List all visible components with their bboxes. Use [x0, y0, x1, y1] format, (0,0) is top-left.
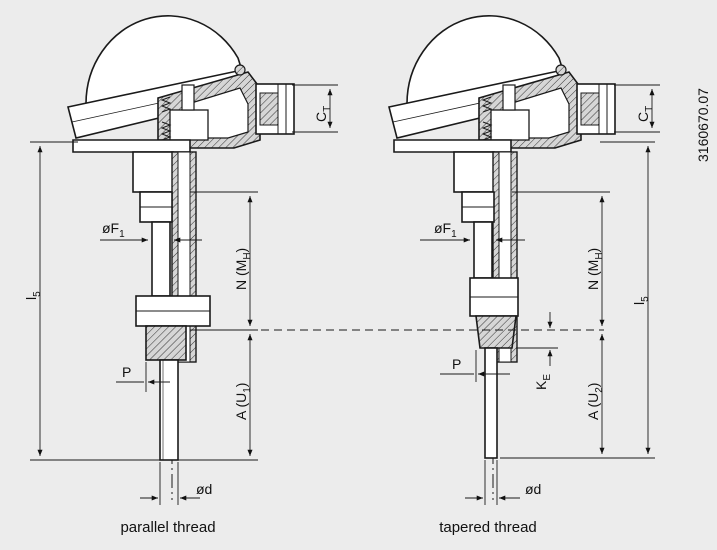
label-ct: CT	[635, 106, 655, 122]
dimensions-right	[420, 84, 660, 505]
label-l5: l5	[631, 296, 651, 305]
label-l5: l5	[23, 291, 43, 300]
tapered-thread	[475, 315, 517, 349]
label-p: P	[452, 356, 461, 372]
label-diameter-d: ød	[196, 481, 212, 497]
label-n-mh: N (MH)	[585, 248, 605, 290]
dimensions-left	[30, 84, 338, 505]
sheath	[159, 359, 179, 461]
label-diameter-f1: øF1	[102, 220, 125, 240]
label-p: P	[122, 364, 131, 380]
extension-tube	[473, 221, 493, 279]
view-parallel-thread	[67, 15, 295, 500]
extension-tube	[151, 221, 171, 297]
label-n-mh: N (MH)	[233, 248, 253, 290]
drawing-id: 3160670.07	[695, 88, 711, 162]
label-ke: KE	[533, 374, 553, 390]
label-ct: CT	[313, 106, 333, 122]
label-diameter-f1: øF1	[434, 220, 457, 240]
label-a-u1: A (U1)	[233, 383, 253, 420]
caption-parallel-thread: parallel thread	[120, 519, 215, 536]
parallel-thread	[145, 325, 187, 361]
sheath	[484, 347, 498, 459]
view-tapered-thread	[388, 15, 616, 500]
label-diameter-d: ød	[525, 481, 541, 497]
label-a-u2: A (U2)	[585, 383, 605, 420]
caption-tapered-thread: tapered thread	[439, 519, 537, 536]
